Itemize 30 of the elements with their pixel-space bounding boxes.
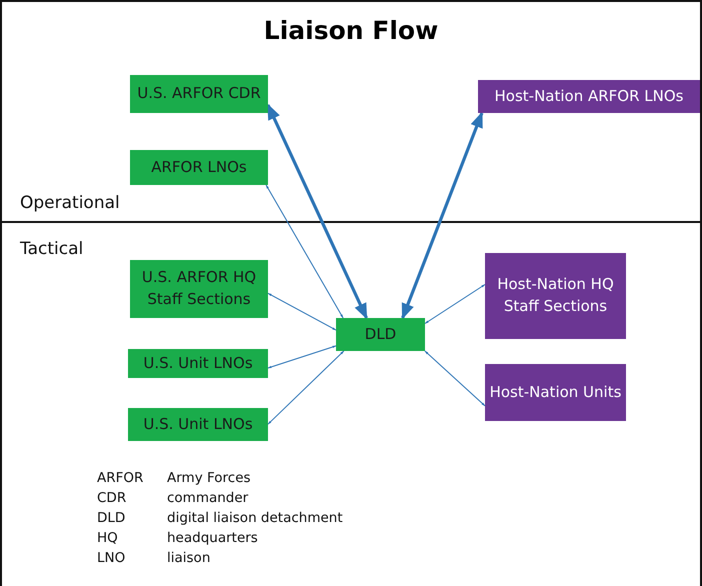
process-box: U.S. ARFOR CDR (130, 75, 268, 113)
definition-text: commander (167, 490, 248, 506)
process-box: U.S. Unit LNOs (128, 408, 268, 441)
definition-text: digital liaison detachment (167, 510, 343, 526)
double-arrow (424, 350, 486, 406)
diagram-title: Liaison Flow (262, 16, 440, 45)
double-arrow (268, 292, 336, 331)
process-box: U.S. Unit LNOs (128, 349, 268, 378)
definition-text: headquarters (167, 530, 258, 546)
process-box: Host-Nation ARFOR LNOs (478, 80, 700, 113)
definition-text: Army Forces (167, 470, 251, 486)
process-box: DLD (336, 318, 425, 351)
double-arrow (266, 184, 344, 318)
double-arrow (268, 350, 344, 425)
abbreviation-text: LNO (97, 550, 126, 566)
double-arrow (268, 345, 336, 368)
process-box: ARFOR LNOs (130, 150, 268, 185)
abbreviation-text: ARFOR (97, 470, 144, 486)
zone-label: Operational (20, 193, 120, 213)
double-arrow (401, 112, 484, 320)
double-arrow (266, 104, 368, 320)
abbreviation-text: CDR (97, 490, 126, 506)
abbreviation-text: DLD (97, 510, 126, 526)
process-box: Host-Nation Units (485, 364, 626, 421)
process-box: Host-Nation HQ Staff Sections (485, 253, 626, 339)
abbreviation-text: HQ (97, 530, 118, 546)
double-arrow (424, 284, 486, 324)
process-box: U.S. ARFOR HQ Staff Sections (130, 260, 268, 318)
definition-text: liaison (167, 550, 210, 566)
zone-label: Tactical (20, 239, 84, 259)
